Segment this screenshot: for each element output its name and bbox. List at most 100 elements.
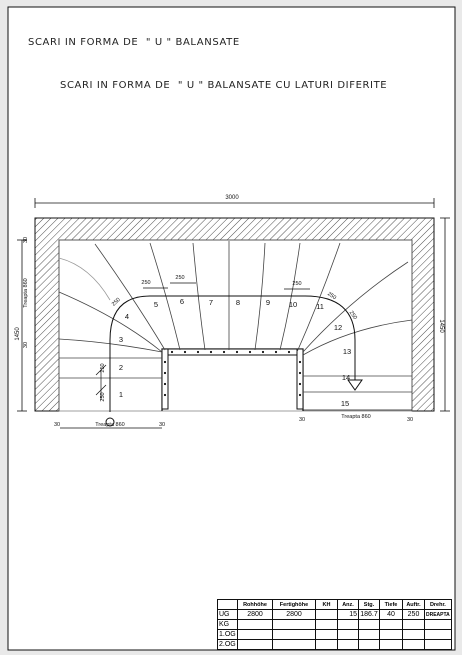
row-label: UG	[217, 609, 238, 620]
step-number-6: 6	[180, 297, 184, 306]
table-cell	[237, 629, 273, 640]
dim-going-1: 250	[100, 363, 106, 372]
table-cell	[358, 619, 380, 630]
baluster-dot	[298, 382, 302, 386]
dim-going-6: 250	[292, 281, 301, 287]
table-cell: 186.7	[358, 609, 380, 620]
title-secondary: SCARI IN FORMA DE " U " BALANSATE CU LAT…	[60, 80, 388, 91]
table-cell	[424, 629, 452, 640]
step-number-9: 9	[266, 298, 270, 307]
table-row: UG 2800 2800 15 186.7 40 250 DREAPTA	[217, 609, 452, 620]
title-primary: SCARI IN FORMA DE " U " BALANSATE	[28, 37, 240, 48]
step-number-7: 7	[209, 298, 213, 307]
table-row: 2.OG	[217, 639, 452, 650]
table-header-cell: Anz.	[337, 599, 359, 610]
step-lines	[58, 241, 413, 393]
table-header-cell: Auftr.	[402, 599, 425, 610]
stair-outline	[58, 239, 413, 412]
table-cell: 2800	[237, 609, 273, 620]
dim-treapta-vertical: Treapta 860	[23, 278, 29, 307]
step-number-5: 5	[154, 300, 158, 309]
dimension-lines	[17, 198, 450, 429]
baluster-dot	[248, 350, 252, 354]
table-header-cell: Fertighöhe	[272, 599, 316, 610]
dim-bottom-right-30b: 30	[407, 417, 413, 423]
table-cell	[424, 639, 452, 650]
table-header-cell: KH	[315, 599, 338, 610]
dim-bottom-right-30a: 30	[299, 417, 305, 423]
baluster-dot	[261, 350, 265, 354]
baluster-dot	[163, 393, 167, 397]
baluster-dot	[163, 382, 167, 386]
step-number-2: 2	[119, 363, 123, 372]
dim-height-left: 1450	[15, 327, 21, 341]
walking-line	[105, 295, 363, 427]
baluster-dot	[163, 360, 167, 364]
baluster-dot	[298, 393, 302, 397]
baluster-dot	[163, 371, 167, 375]
dim-bottom-left-30b: 30	[159, 422, 165, 428]
table-cell	[272, 629, 316, 640]
table-header-cell: Drehr.	[424, 599, 452, 610]
going-ticks	[95, 282, 310, 400]
dim-30-mid: 30	[23, 342, 29, 348]
baluster-dot	[196, 350, 200, 354]
baluster-dot	[298, 360, 302, 364]
baluster-dot	[298, 371, 302, 375]
baluster-dot	[170, 350, 174, 354]
table-cell: 2800	[272, 609, 316, 620]
handrail-left	[161, 348, 169, 410]
table-header-cell: Rohhöhe	[237, 599, 273, 610]
sheet-frame	[7, 6, 456, 651]
step-number-13: 13	[343, 347, 351, 356]
table-cell	[315, 619, 338, 630]
stair-data-table: Rohhöhe Fertighöhe KH Anz. Stg. Tiefe Au…	[217, 599, 452, 650]
baluster-dot	[287, 350, 291, 354]
step-number-1: 1	[119, 390, 123, 399]
baluster-dot	[209, 350, 213, 354]
balusters	[163, 350, 302, 397]
table-row: 1.OG	[217, 629, 452, 640]
dim-going-3: 250	[111, 297, 122, 308]
step-number-10: 10	[289, 300, 297, 309]
table-cell	[237, 639, 273, 650]
dim-bottom-left-treapta: Treapta 860	[95, 422, 124, 428]
baluster-dot	[183, 350, 187, 354]
dim-going-5: 250	[175, 275, 184, 281]
baluster-dot	[274, 350, 278, 354]
table-cell	[315, 609, 338, 620]
dim-going-2: 250	[100, 392, 106, 401]
table-cell	[337, 639, 359, 650]
step-number-14: 14	[342, 373, 350, 382]
table-cell	[272, 639, 316, 650]
step-number-15: 15	[341, 399, 349, 408]
table-cell	[337, 629, 359, 640]
handrail-right	[296, 348, 304, 410]
table-row: KG	[217, 619, 452, 630]
dim-going-8: 250	[348, 310, 358, 321]
table-cell	[315, 629, 338, 640]
table-cell: DREAPTA	[424, 609, 452, 620]
table-cell: 40	[379, 609, 403, 620]
row-label: KG	[217, 619, 238, 630]
step-number-4: 4	[125, 312, 129, 321]
dim-going-7: 250	[326, 291, 337, 301]
step-number-3: 3	[119, 335, 123, 344]
table-cell	[337, 619, 359, 630]
table-cell	[379, 639, 403, 650]
baluster-dot	[235, 350, 239, 354]
dim-total-width: 3000	[225, 195, 239, 201]
table-cell	[379, 629, 403, 640]
table-cell: 250	[402, 609, 425, 620]
table-header-cell: Tiefe	[379, 599, 403, 610]
table-cell	[237, 619, 273, 630]
handrail-top	[161, 348, 304, 356]
dim-height-right: 1450	[438, 319, 444, 333]
dim-going-4: 250	[141, 280, 150, 286]
step-number-12: 12	[334, 323, 342, 332]
step-number-8: 8	[236, 298, 240, 307]
dim-bottom-left-30a: 30	[54, 422, 60, 428]
table-cell	[272, 619, 316, 630]
